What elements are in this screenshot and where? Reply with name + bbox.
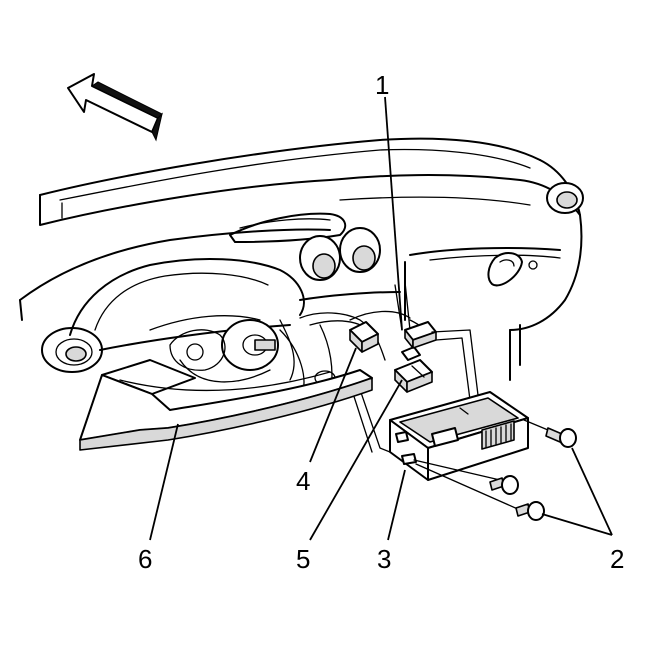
leader-4 bbox=[309, 347, 357, 463]
callout-1: 1 bbox=[375, 70, 389, 100]
screw-lower bbox=[515, 501, 545, 521]
callout-4: 4 bbox=[296, 466, 310, 496]
module-connector-socket bbox=[481, 420, 515, 450]
control-module-3 bbox=[389, 391, 529, 511]
leader-lines bbox=[149, 96, 613, 541]
leader-6 bbox=[149, 423, 179, 541]
screw-middle bbox=[489, 475, 519, 495]
center-air-vents bbox=[299, 227, 381, 281]
callout-6: 6 bbox=[138, 544, 152, 574]
instrument-cluster-housing bbox=[69, 212, 401, 351]
leader-1 bbox=[384, 96, 403, 331]
callout-5: 5 bbox=[296, 544, 310, 574]
right-air-vent bbox=[546, 182, 584, 214]
connector-4 bbox=[349, 321, 379, 353]
glove-box-handle bbox=[487, 252, 538, 287]
leader-2a bbox=[571, 447, 613, 536]
callouts: 1 2 3 4 5 6 bbox=[138, 70, 624, 574]
screw-upper-right bbox=[523, 419, 577, 448]
knee-bolster-panel-6 bbox=[79, 359, 373, 451]
leader-5 bbox=[309, 379, 403, 541]
leader-2b bbox=[541, 513, 613, 536]
callout-2: 2 bbox=[610, 544, 624, 574]
callout-3: 3 bbox=[377, 544, 391, 574]
left-air-vent bbox=[41, 327, 103, 373]
steering-column-area bbox=[149, 315, 336, 396]
direction-arrow-icon bbox=[67, 73, 163, 142]
instrument-panel-outline bbox=[19, 137, 583, 381]
connector-5 bbox=[394, 346, 433, 393]
leader-3 bbox=[387, 469, 406, 541]
